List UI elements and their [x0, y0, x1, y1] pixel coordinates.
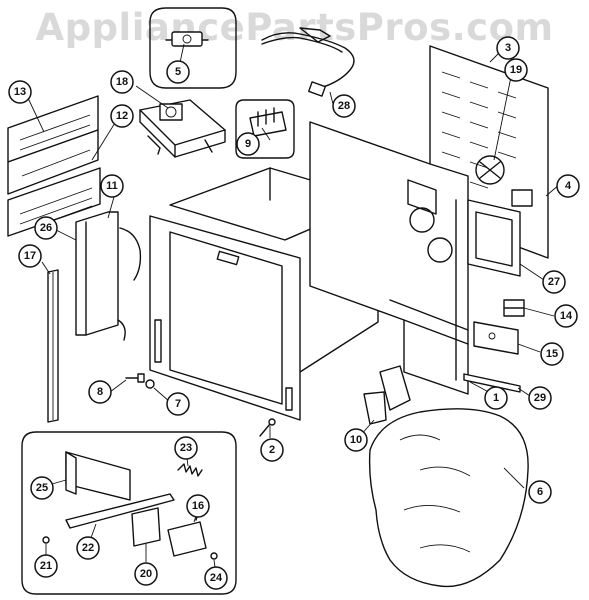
part-7-grommet	[145, 379, 155, 389]
callout-21: 21	[34, 554, 58, 578]
svg-text:1: 1	[493, 392, 499, 404]
callout-19: 19	[504, 58, 528, 82]
svg-text:24: 24	[210, 572, 223, 584]
callout-17: 17	[18, 244, 42, 268]
callout-10: 10	[344, 428, 368, 452]
svg-text:7: 7	[175, 398, 181, 410]
part-26-channel	[75, 211, 142, 341]
svg-text:27: 27	[548, 276, 560, 288]
part-15-bracket	[473, 321, 519, 355]
svg-text:21: 21	[40, 560, 52, 572]
callout-22: 22	[76, 536, 100, 560]
part-10-latch	[363, 365, 411, 425]
callout-11: 11	[100, 174, 124, 198]
callout-28: 28	[332, 94, 356, 118]
part-1-back-wall	[309, 121, 469, 395]
svg-text:10: 10	[350, 434, 362, 446]
svg-text:13: 13	[14, 86, 26, 98]
part-2-screw	[259, 418, 276, 437]
svg-text:4: 4	[565, 180, 572, 192]
callout-8: 8	[88, 380, 112, 404]
svg-text:20: 20	[140, 568, 152, 580]
part-8-screw	[125, 373, 145, 383]
part-5-thermostat	[149, 7, 237, 89]
callout-6: 6	[528, 480, 552, 504]
svg-text:8: 8	[97, 386, 103, 398]
callout-16: 16	[186, 494, 210, 518]
watermark-text: AppliancePartsPros.com	[35, 6, 554, 49]
callout-13: 13	[8, 80, 32, 104]
svg-text:26: 26	[40, 222, 52, 234]
callout-1: 1	[484, 386, 508, 410]
callout-4: 4	[556, 174, 580, 198]
callout-3: 3	[496, 36, 520, 60]
part-28-power-cord	[261, 27, 355, 97]
callout-2: 2	[260, 438, 284, 462]
callout-15: 15	[540, 342, 564, 366]
part-29-strip	[463, 373, 521, 393]
svg-text:2: 2	[269, 444, 275, 456]
svg-text:9: 9	[245, 138, 251, 150]
callout-29: 29	[528, 386, 552, 410]
part-14-transformer	[503, 299, 525, 317]
svg-text:18: 18	[116, 76, 128, 88]
callout-14: 14	[554, 304, 578, 328]
svg-text:6: 6	[537, 486, 543, 498]
callout-12: 12	[110, 104, 134, 128]
svg-text:12: 12	[116, 110, 128, 122]
callout-24: 24	[204, 566, 228, 590]
callout-5: 5	[166, 60, 190, 84]
part-17-rail	[47, 269, 59, 423]
part-12-side-panel	[7, 167, 101, 237]
svg-text:17: 17	[24, 250, 36, 262]
svg-text:16: 16	[192, 500, 204, 512]
callout-26: 26	[34, 216, 58, 240]
part-18-relay-bracket	[139, 99, 226, 158]
svg-text:14: 14	[560, 310, 573, 322]
part-27-vent-frame	[467, 199, 521, 277]
callout-7: 7	[166, 392, 190, 416]
svg-text:23: 23	[180, 442, 192, 454]
svg-text:15: 15	[546, 348, 558, 360]
part-13-side-panel	[7, 95, 99, 195]
callout-25: 25	[30, 476, 54, 500]
svg-text:19: 19	[510, 64, 522, 76]
svg-text:11: 11	[106, 180, 118, 192]
svg-text:3: 3	[505, 42, 511, 54]
svg-text:22: 22	[82, 542, 94, 554]
part-6-insulation	[368, 408, 529, 588]
callout-20: 20	[134, 562, 158, 586]
svg-text:28: 28	[338, 100, 350, 112]
svg-text:5: 5	[175, 66, 181, 78]
svg-text:29: 29	[534, 392, 546, 404]
part-9-terminal-block	[235, 99, 295, 159]
svg-text:25: 25	[36, 482, 48, 494]
callout-23: 23	[174, 436, 198, 460]
callout-18: 18	[110, 70, 134, 94]
latch-assembly-inset	[21, 431, 237, 595]
callout-9: 9	[236, 132, 260, 156]
callout-27: 27	[542, 270, 566, 294]
